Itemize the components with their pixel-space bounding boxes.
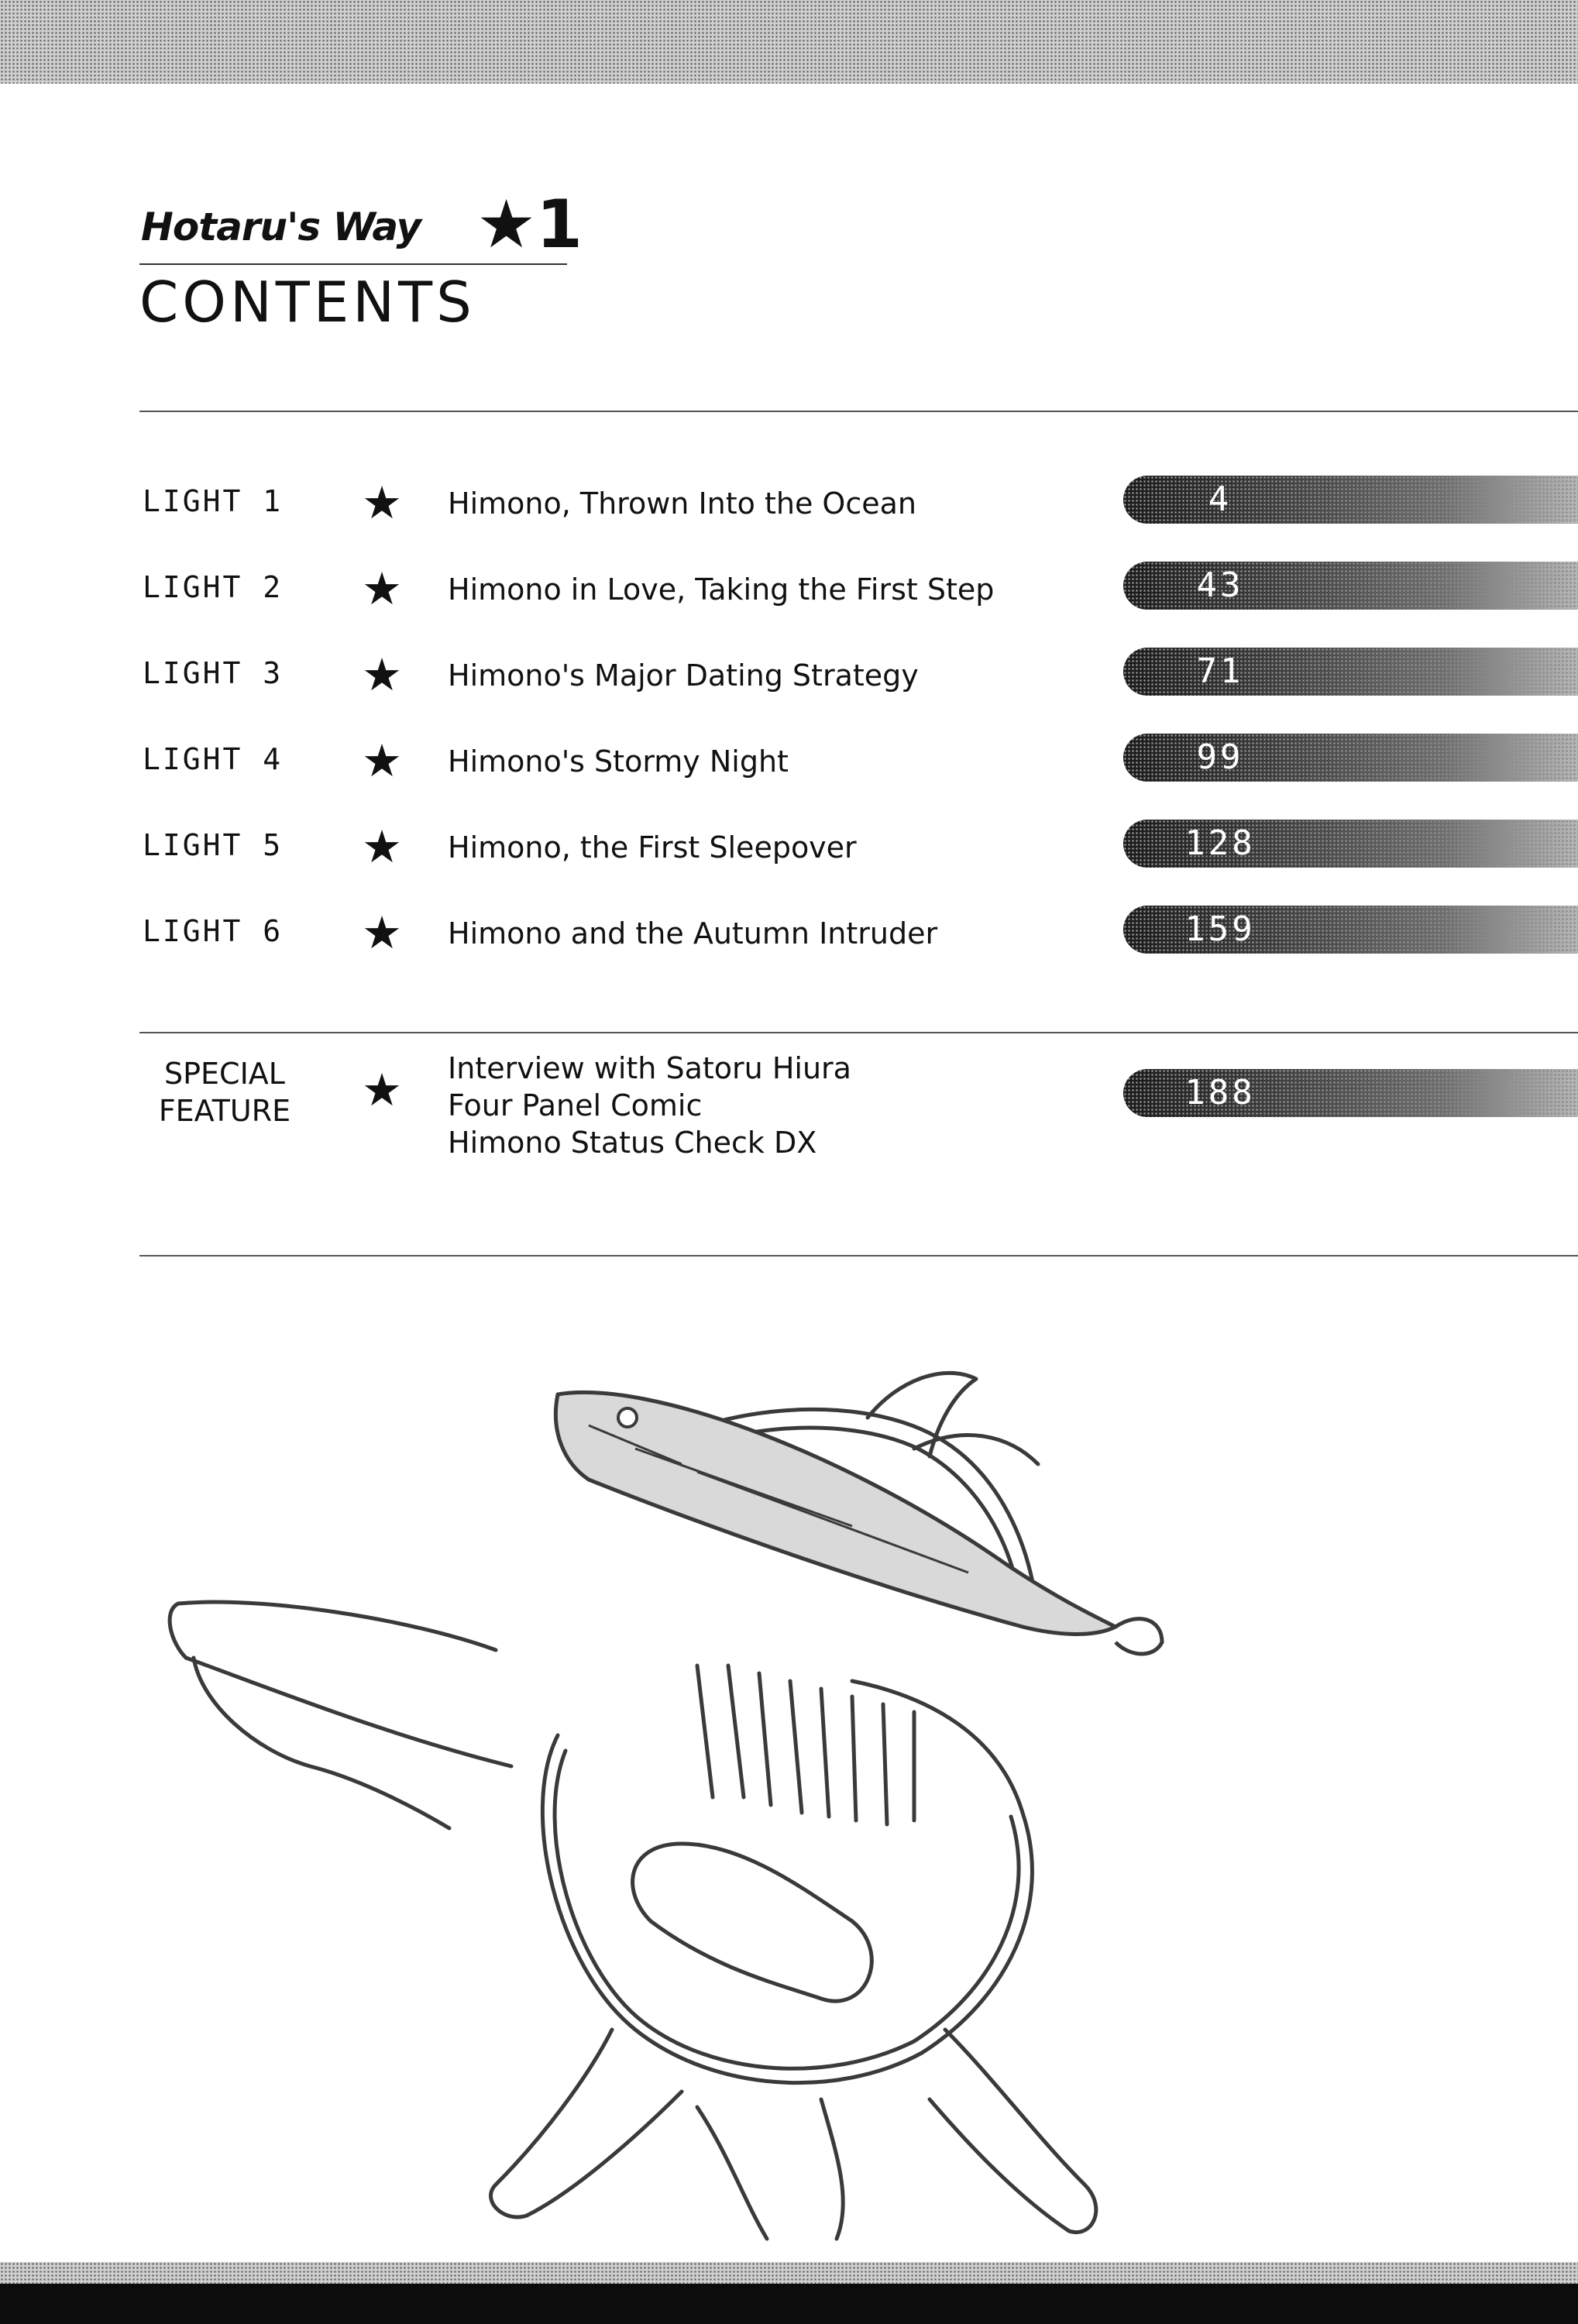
- page-number-tab: 188: [1123, 1069, 1578, 1117]
- special-item: Himono Status Check DX: [448, 1126, 817, 1160]
- page-number-tab: 128: [1123, 820, 1578, 868]
- chapter-row[interactable]: LIGHT 5 ★ Himono, the First Sleepover 12…: [0, 807, 1578, 892]
- special-label-line: SPECIAL: [164, 1057, 285, 1091]
- volume-number: ★1: [476, 186, 583, 263]
- chapter-title: Himono and the Autumn Intruder: [448, 916, 938, 951]
- page-number-tab: 159: [1123, 906, 1578, 954]
- special-item: Interview with Satoru Hiura: [448, 1051, 851, 1085]
- divider-top: [139, 411, 1578, 412]
- star-icon: ★: [362, 648, 402, 701]
- title-underline: [139, 263, 567, 265]
- feature-label-line: FEATURE: [158, 1094, 291, 1128]
- series-title: Hotaru's Way: [141, 205, 421, 249]
- chapter-label: LIGHT 2: [143, 570, 284, 604]
- star-icon: ★: [362, 476, 402, 529]
- chapter-title: Himono, Thrown Into the Ocean: [448, 486, 916, 521]
- chapter-label: LIGHT 5: [143, 828, 284, 862]
- character-with-dried-fish-illustration: [167, 1370, 1164, 2241]
- page-number-tab: 99: [1123, 734, 1578, 782]
- bottom-black-bar: [0, 2284, 1578, 2324]
- bottom-screentone-band: [0, 2262, 1578, 2324]
- chapter-title: Himono's Major Dating Strategy: [448, 658, 919, 693]
- star-icon: ★: [362, 906, 402, 959]
- chapter-label: LIGHT 3: [143, 656, 284, 690]
- page-number-tab: 43: [1123, 562, 1578, 610]
- page-number: 4: [1208, 480, 1232, 519]
- chapter-row[interactable]: LIGHT 1 ★ Himono, Thrown Into the Ocean …: [0, 463, 1578, 548]
- page-number-tab: 4: [1123, 476, 1578, 524]
- page-number: 43: [1196, 566, 1244, 605]
- chapter-title: Himono's Stormy Night: [448, 744, 789, 779]
- chapter-label: LIGHT 1: [143, 484, 284, 518]
- chapter-label: LIGHT 6: [143, 914, 284, 948]
- page-number: 99: [1196, 737, 1244, 777]
- chapter-row[interactable]: LIGHT 6 ★ Himono and the Autumn Intruder…: [0, 893, 1578, 978]
- page-number: 71: [1196, 651, 1244, 691]
- contents-heading: CONTENTS: [139, 270, 476, 335]
- chapter-row[interactable]: LIGHT 3 ★ Himono's Major Dating Strategy…: [0, 635, 1578, 720]
- page-number: 188: [1184, 1073, 1256, 1112]
- star-icon: ★: [362, 1064, 402, 1116]
- special-item: Four Panel Comic: [448, 1088, 703, 1122]
- chapter-title: Himono in Love, Taking the First Step: [448, 572, 995, 607]
- special-feature-label: SPECIAL FEATURE: [139, 1055, 310, 1133]
- page-number: 159: [1184, 909, 1256, 949]
- page-number: 128: [1184, 823, 1256, 863]
- star-icon: ★: [362, 562, 402, 615]
- chapter-row[interactable]: LIGHT 2 ★ Himono in Love, Taking the Fir…: [0, 549, 1578, 634]
- chapter-title: Himono, the First Sleepover: [448, 830, 857, 865]
- special-feature-items: Interview with Satoru Hiura Four Panel C…: [448, 1050, 1067, 1161]
- star-icon: ★: [362, 820, 402, 873]
- chapter-label: LIGHT 4: [143, 742, 284, 776]
- dried-fish-icon: [553, 1390, 1164, 1656]
- divider-middle: [139, 1032, 1578, 1033]
- star-icon: ★: [362, 734, 402, 787]
- divider-bottom: [139, 1255, 1578, 1257]
- top-screentone-band: [0, 0, 1578, 84]
- chapter-row[interactable]: LIGHT 4 ★ Himono's Stormy Night 99: [0, 721, 1578, 806]
- page-number-tab: 71: [1123, 648, 1578, 696]
